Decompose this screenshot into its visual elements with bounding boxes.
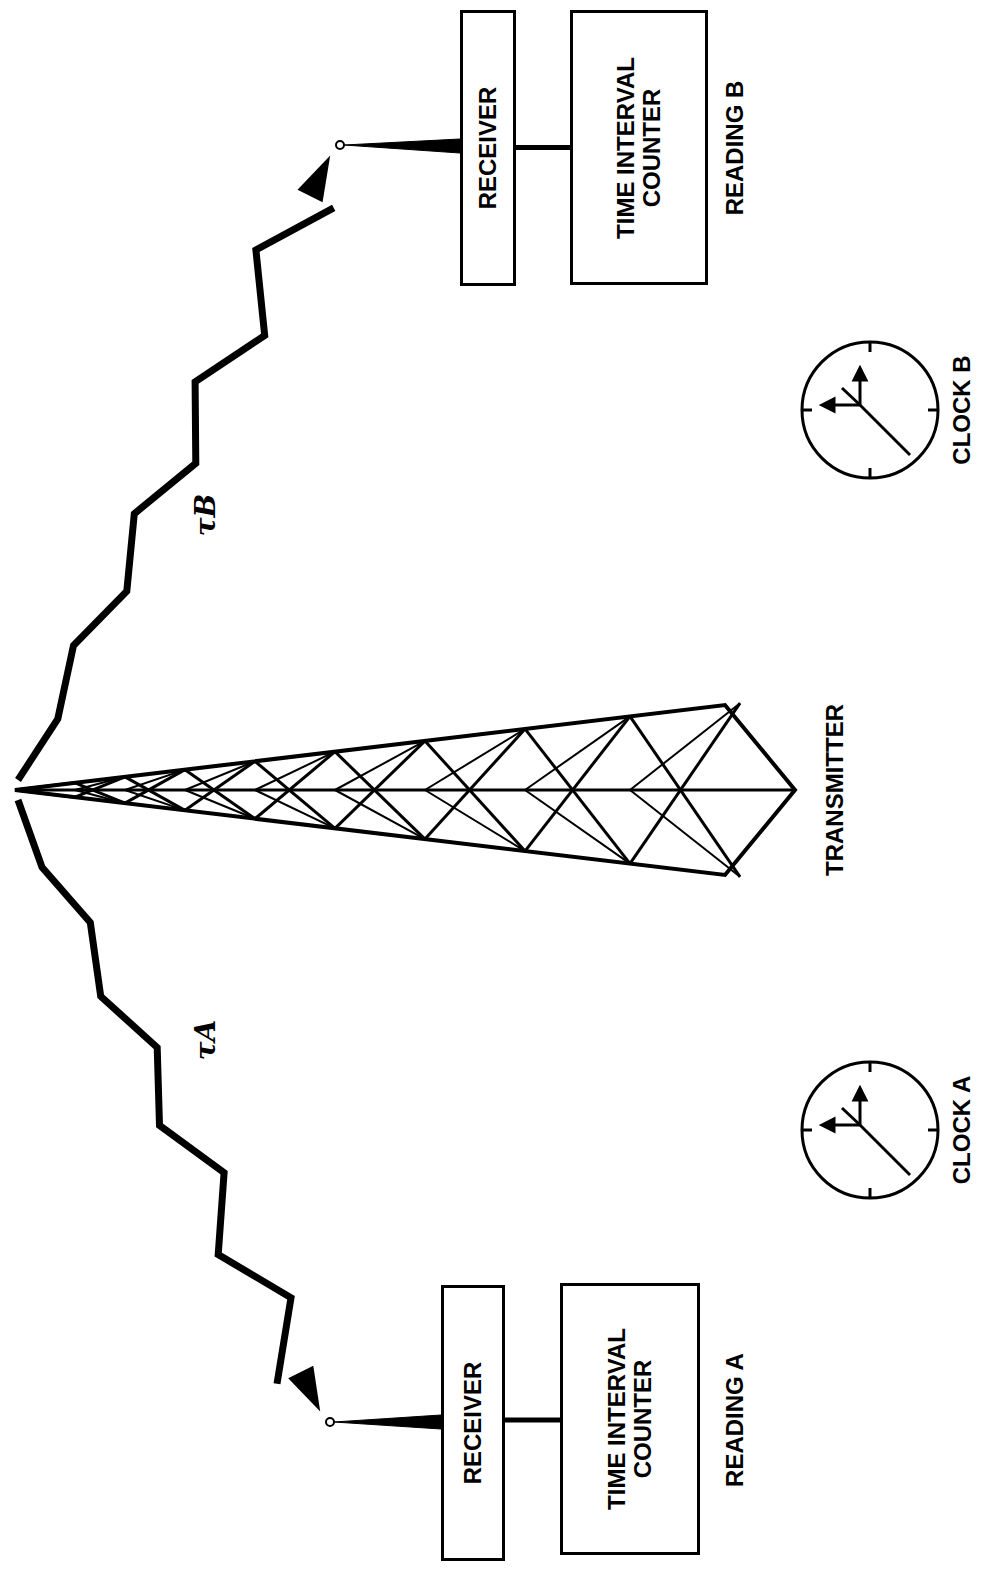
clock-label: CLOCK B [948,355,976,464]
receiver-box: RECEIVER [460,10,516,286]
reading-label: READING B [721,81,749,216]
delay-label: τA [189,1020,222,1061]
counter-box: TIME INTERVAL COUNTER [570,10,708,285]
clock-label: CLOCK A [948,1076,976,1184]
transmitter-tower [15,703,795,877]
counter-box: TIME INTERVAL COUNTER [560,1283,700,1555]
clock-face [802,342,938,1198]
box-label: TIME INTERVAL COUNTER [604,1319,657,1519]
signal-wire [505,1418,560,1423]
delay-label: τB [189,494,222,537]
signal-wire [516,145,570,150]
receiver-box: RECEIVER [441,1285,505,1561]
radio-signal [18,156,334,1412]
box-label: RECEIVER [475,18,501,278]
box-label: TIME INTERVAL COUNTER [613,48,666,248]
transmitter-label: TRANSMITTER [821,704,849,876]
box-label: RECEIVER [460,1293,486,1553]
antenna [326,139,460,1429]
reading-label: READING A [721,1353,749,1487]
